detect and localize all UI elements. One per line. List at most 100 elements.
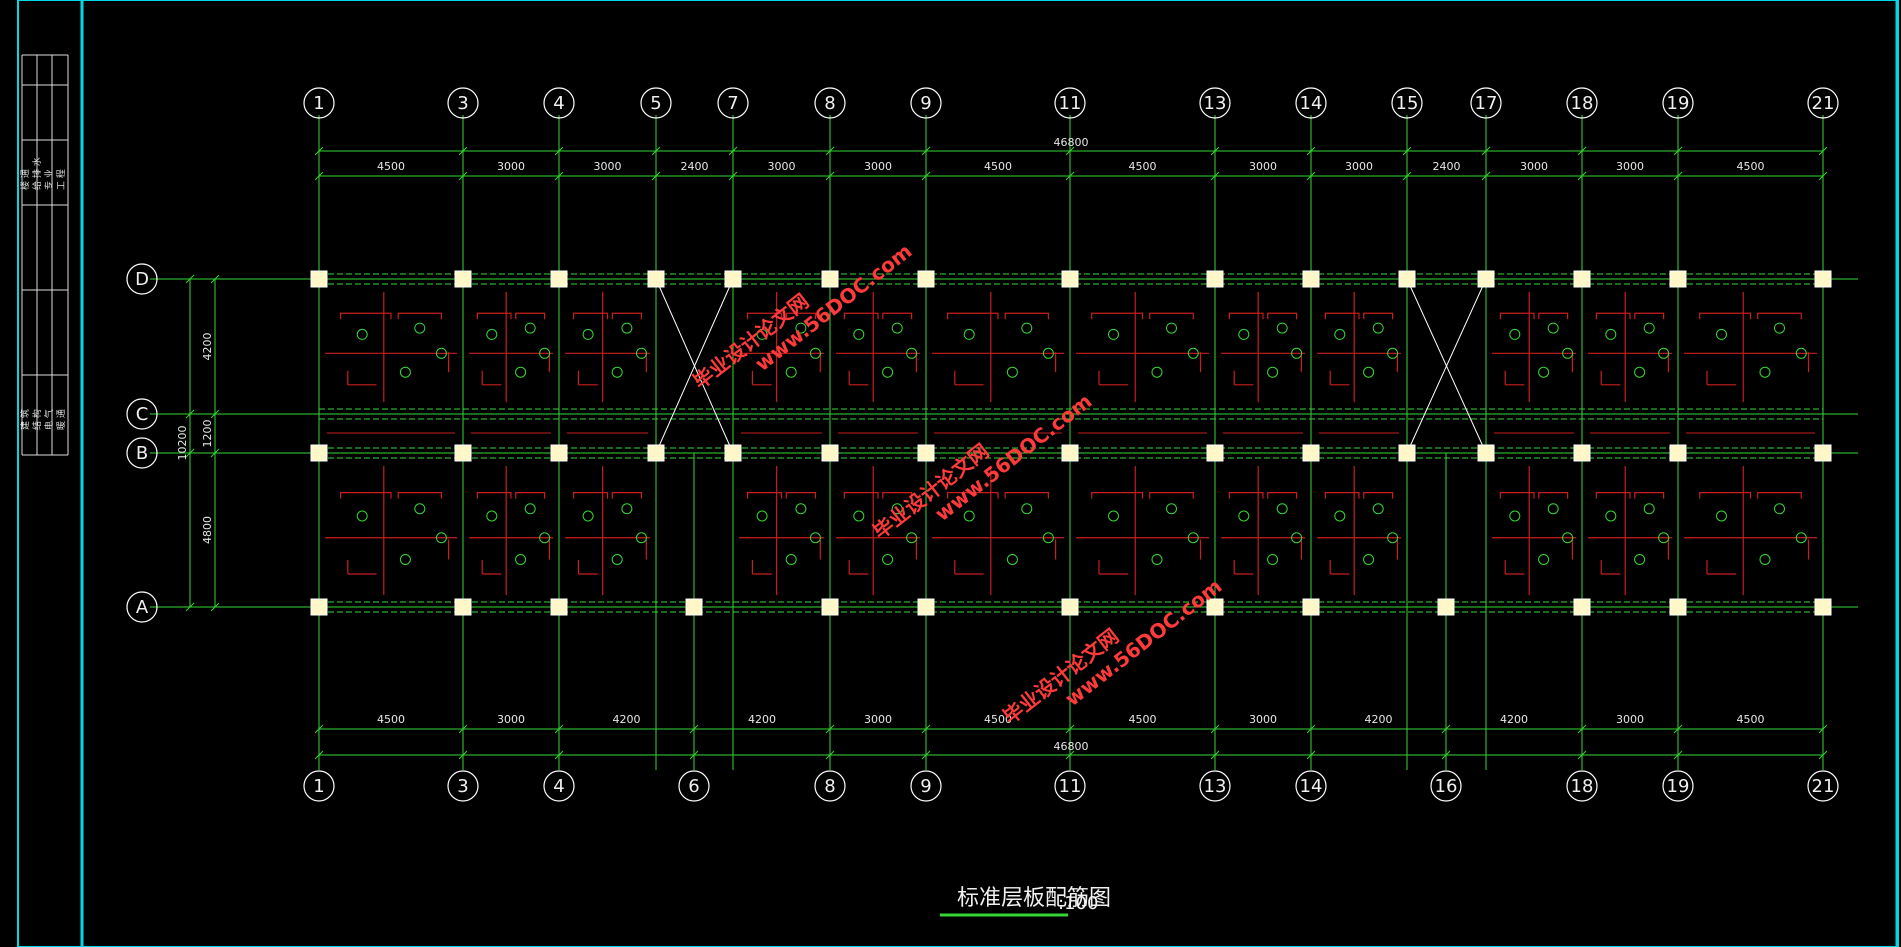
rebar-tag [539, 532, 551, 544]
axis-label: C [136, 404, 149, 425]
rebar-support-bar [1706, 370, 1736, 386]
column [1398, 270, 1416, 288]
rebar-tag [1634, 366, 1646, 378]
rebar-tag [891, 322, 903, 334]
dimension-tick [1673, 724, 1683, 734]
rebar-tag [582, 510, 594, 522]
rebar-tag [486, 510, 498, 522]
dimension-value: 3000 [864, 713, 892, 726]
column [1206, 270, 1224, 288]
rebar-top-bar [611, 492, 643, 499]
column [1302, 444, 1320, 462]
column [821, 270, 839, 288]
dimension-tick [728, 146, 738, 156]
rebar-tag [882, 366, 894, 378]
rebar-tag [1151, 554, 1163, 565]
rebar-tag [1166, 503, 1177, 515]
dimension-tick [825, 724, 835, 734]
column [1206, 444, 1224, 462]
axis-label: 19 [1667, 776, 1690, 797]
axis-label: 9 [920, 93, 931, 114]
axis-bubble [543, 770, 575, 802]
rebar-tag [1658, 532, 1670, 544]
axis-label: 21 [1812, 93, 1835, 114]
axis-label: 11 [1059, 93, 1082, 114]
rebar-tag [756, 510, 768, 522]
rebar-tag [1291, 532, 1303, 544]
dimension-tick [1441, 724, 1451, 734]
dimension-value: 4200 [613, 713, 641, 726]
rebar-tag [963, 328, 975, 340]
rebar-top-bar [746, 312, 783, 320]
column [310, 598, 328, 616]
column [917, 270, 935, 288]
rebar-tag [795, 322, 807, 334]
column [917, 444, 935, 462]
dimension-tick [651, 146, 661, 156]
rebar-tag [882, 554, 894, 565]
rebar-tag [1562, 532, 1574, 544]
rebar-support-bar [1504, 370, 1525, 386]
rebar-top-bar [476, 312, 512, 320]
rebar-tag [1605, 510, 1617, 522]
dimension-tick [1306, 724, 1316, 734]
rebar-top-bar [843, 312, 879, 320]
dimension-tick [554, 724, 564, 734]
dimension-tick [458, 724, 468, 734]
rebar-support-bar [1504, 560, 1525, 575]
rebar-tag [621, 322, 633, 334]
dimension-value: 4200 [748, 713, 776, 726]
axis-bubble [1199, 87, 1231, 119]
rebar-top-bar [397, 312, 442, 320]
dimension-value: 4500 [377, 160, 405, 173]
axis-bubble [303, 87, 335, 119]
rebar-tag [1363, 366, 1375, 378]
dimension-value: 4200 [201, 333, 214, 361]
axis-bubble [1470, 87, 1502, 119]
dimension-tick [1306, 146, 1316, 156]
axis-bubble [640, 87, 672, 119]
rebar-tag [1187, 347, 1199, 359]
rebar-tag [414, 322, 426, 334]
rebar-support-bar [751, 370, 772, 386]
dimension-value: 4500 [984, 713, 1012, 726]
rebar-top-bar [1149, 312, 1194, 320]
title-block-cell: 专 业 [43, 169, 55, 190]
rebar-tag [635, 532, 647, 544]
column [647, 444, 665, 462]
rebar-tag [1187, 532, 1199, 544]
dimension-tick [314, 750, 324, 760]
dimension-value: 3000 [864, 160, 892, 173]
dimension-tick [1306, 171, 1316, 181]
rebar-tag [1334, 510, 1346, 522]
column [1669, 444, 1687, 462]
rebar-tag [1151, 366, 1163, 378]
title-block-cell: 电 气 [43, 409, 55, 430]
column [454, 444, 472, 462]
dimension-value: 3000 [1520, 160, 1548, 173]
axis-bubble [717, 87, 749, 119]
rebar-top-bar [1699, 312, 1752, 320]
dimension-tick [1818, 146, 1828, 156]
dimension-tick [1577, 171, 1587, 181]
dimension-value: 4200 [1365, 713, 1393, 726]
column [1302, 270, 1320, 288]
dimension-tick [210, 274, 220, 284]
rebar-top-bar [611, 312, 643, 320]
dimension-tick [185, 409, 195, 419]
title-block: 楼 通给 排 水专 业工 程建 筑结 构电 气暖 通 [19, 54, 69, 456]
rebar-top-bar [1004, 312, 1049, 320]
dimension-value: 4500 [1737, 713, 1765, 726]
title-block-cell: 工 程 [56, 169, 67, 190]
axis-label: D [135, 269, 149, 290]
dimension-tick [825, 750, 835, 760]
rebar-top-bar [1757, 492, 1802, 499]
rebar-top-bar [340, 492, 392, 499]
axis-label: 13 [1204, 776, 1227, 797]
axis-bubble [910, 770, 942, 802]
axis-label: 8 [824, 776, 835, 797]
rebar-top-bar [1324, 492, 1360, 499]
column [550, 598, 568, 616]
